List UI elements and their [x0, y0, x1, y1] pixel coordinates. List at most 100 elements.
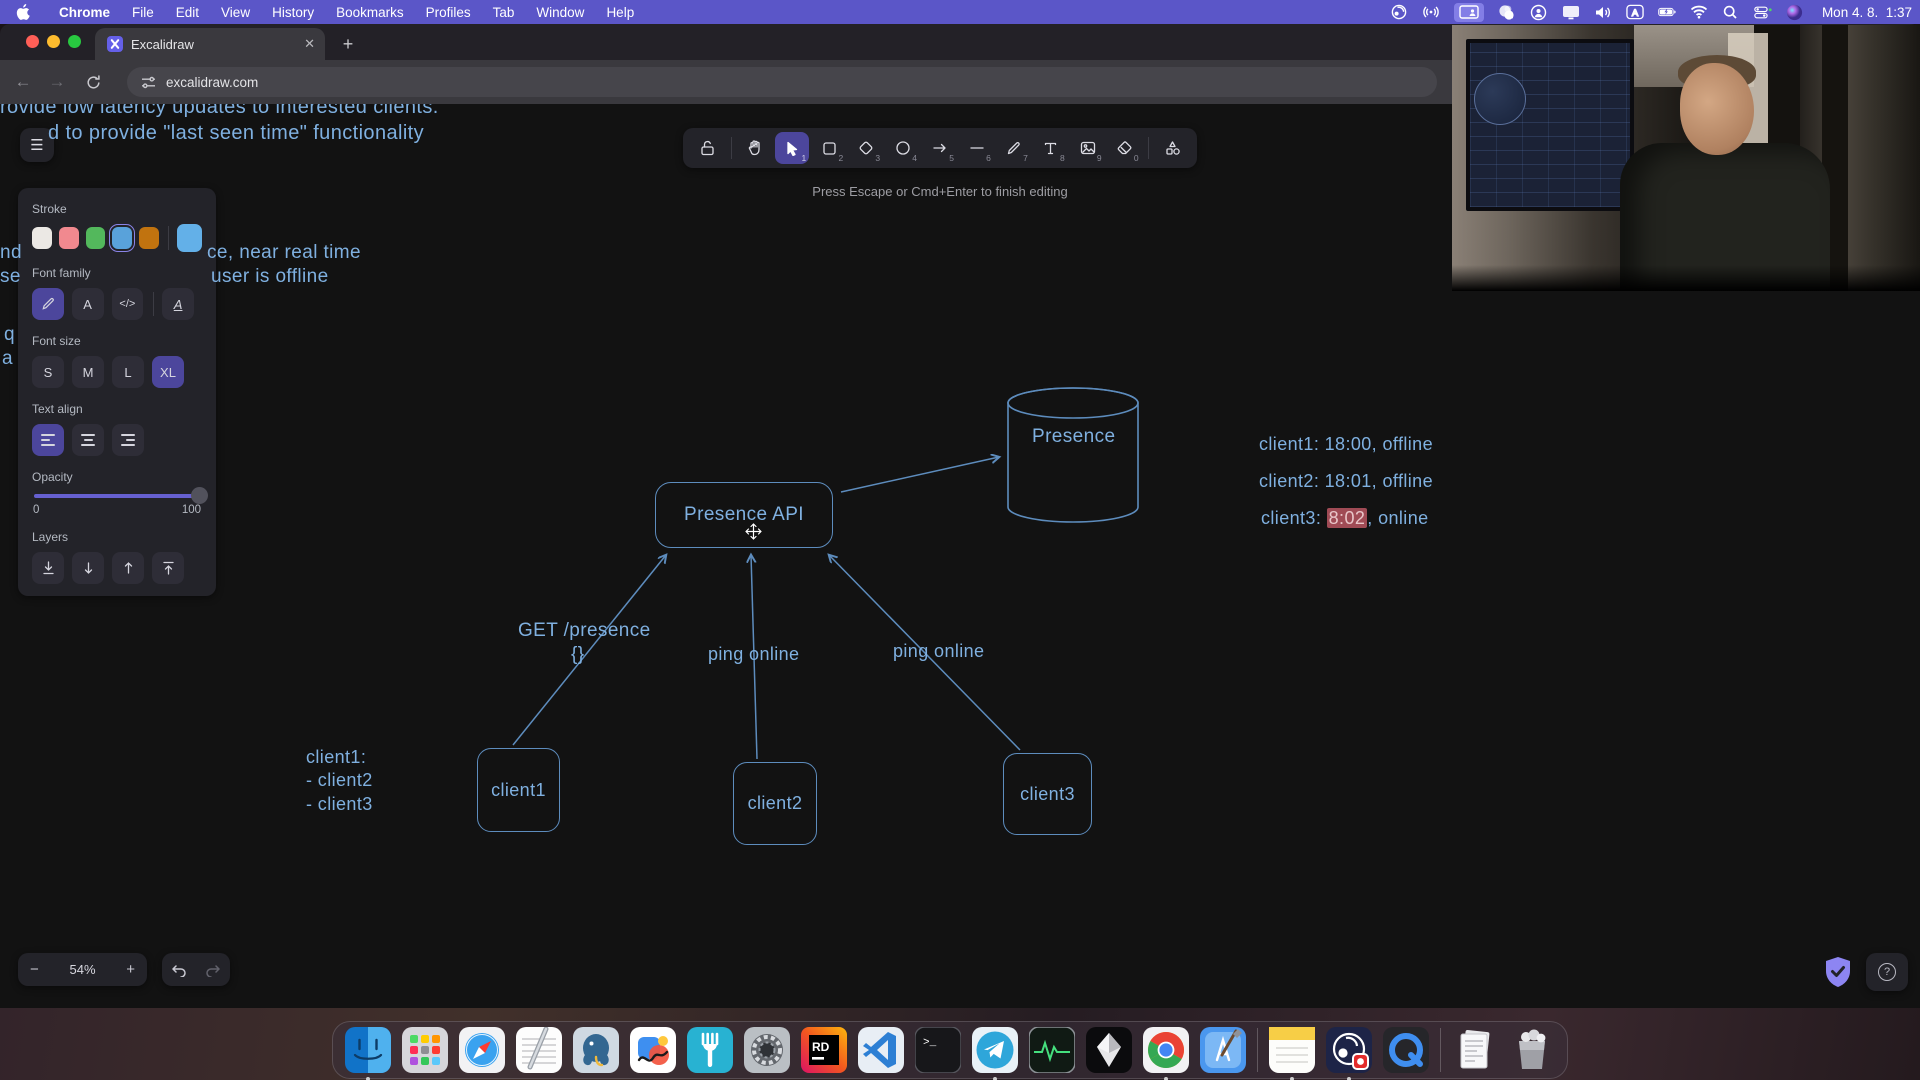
dock-postgres[interactable] [573, 1027, 619, 1073]
canvas-text-top1[interactable]: rovide low latency updates to interested… [0, 104, 439, 118]
text-tool[interactable]: 8 [1034, 132, 1068, 164]
arrow-tool[interactable]: 5 [923, 132, 957, 164]
canvas-fragment[interactable]: nd [0, 242, 22, 263]
bring-to-front-button[interactable] [152, 552, 184, 584]
canvas-fragment[interactable]: q [4, 324, 15, 345]
canvas-fragment[interactable]: a [2, 348, 13, 369]
obs-icon[interactable] [1390, 3, 1408, 21]
client-list-item1[interactable]: - client2 [306, 770, 373, 790]
client-list-title[interactable]: client1: [306, 747, 367, 767]
help-button[interactable]: ? [1866, 953, 1908, 991]
menu-clock[interactable]: Mon 4. 8. 1:37 [1821, 4, 1912, 20]
canvas-fragment[interactable]: se [0, 266, 21, 287]
stroke-swatch-red[interactable] [58, 227, 79, 249]
opacity-slider[interactable] [34, 487, 208, 504]
font-normal-button[interactable]: A [71, 288, 104, 320]
input-source-icon[interactable]: A [1626, 3, 1644, 21]
hand-tool[interactable] [738, 132, 772, 164]
address-bar[interactable]: excalidraw.com [127, 67, 1437, 97]
image-tool[interactable]: 9 [1071, 132, 1105, 164]
reload-button[interactable] [80, 69, 106, 95]
send-backward-button[interactable] [72, 552, 104, 584]
dock-activity-monitor[interactable] [1029, 1027, 1075, 1073]
font-code-button[interactable]: </> [111, 288, 144, 320]
undo-icon[interactable] [171, 963, 187, 977]
selection-tool[interactable]: 1 [775, 132, 810, 164]
dock-trash[interactable] [1509, 1027, 1555, 1073]
rectangle-tool[interactable]: 2 [812, 132, 846, 164]
lock-tool[interactable] [691, 132, 725, 164]
dock-safari[interactable] [459, 1027, 505, 1073]
diamond-tool[interactable]: 3 [849, 132, 883, 164]
more-tools-button[interactable] [1156, 132, 1190, 164]
control-center-icon[interactable] [1754, 3, 1772, 21]
display-icon[interactable] [1562, 3, 1580, 21]
client2-node[interactable]: client2 [733, 762, 817, 845]
menu-window[interactable]: Window [536, 4, 585, 20]
airplay-icon[interactable] [1422, 3, 1440, 21]
font-size-l[interactable]: L [112, 356, 144, 388]
menu-file[interactable]: File [132, 4, 154, 20]
menu-view[interactable]: View [221, 4, 251, 20]
menu-tab[interactable]: Tab [492, 4, 515, 20]
calendar-31-icon[interactable]: 31 [1498, 3, 1516, 21]
screen-share-icon[interactable] [1453, 2, 1484, 22]
presence-db-cylinder[interactable] [1006, 385, 1140, 525]
apple-menu-icon[interactable] [16, 4, 30, 20]
dock-xcode[interactable] [1200, 1027, 1246, 1073]
excalidraw-canvas[interactable]: rovide low latency updates to interested… [0, 104, 1920, 1008]
facetime-icon[interactable] [1530, 3, 1548, 21]
dock-telegram[interactable] [972, 1027, 1018, 1080]
wifi-icon[interactable] [1690, 3, 1708, 21]
align-left-button[interactable] [32, 424, 64, 456]
ping-online-label-1[interactable]: ping online [708, 644, 800, 664]
volume-icon[interactable] [1594, 3, 1612, 21]
new-tab-button[interactable]: + [342, 33, 354, 54]
dock-terminal[interactable]: >_ [915, 1027, 961, 1073]
zoom-in-button[interactable]: + [126, 961, 135, 978]
menu-chrome[interactable]: Chrome [59, 4, 111, 20]
font-other-button[interactable]: A [162, 288, 194, 320]
dock-launchpad[interactable] [402, 1027, 448, 1073]
webcam-overlay[interactable] [1452, 25, 1920, 291]
menu-help[interactable]: Help [606, 4, 635, 20]
back-button[interactable]: ← [14, 72, 32, 91]
bring-forward-button[interactable] [112, 552, 144, 584]
battery-icon[interactable] [1658, 3, 1676, 21]
menu-bookmarks[interactable]: Bookmarks [336, 4, 404, 20]
dock-freeform[interactable] [630, 1027, 676, 1073]
align-right-button[interactable] [112, 424, 144, 456]
stroke-swatch-orange[interactable] [139, 227, 159, 249]
client1-node[interactable]: client1 [477, 748, 560, 832]
dock-notes[interactable] [1269, 1027, 1315, 1080]
dock-obs[interactable] [1326, 1027, 1372, 1080]
get-presence-label[interactable]: GET /presence [518, 620, 651, 641]
font-size-xl[interactable]: XL [152, 356, 184, 388]
font-hand-drawn-button[interactable] [32, 288, 64, 320]
font-size-s[interactable]: S [32, 356, 64, 388]
font-size-m[interactable]: M [72, 356, 104, 388]
align-center-button[interactable] [72, 424, 104, 456]
window-minimize-button[interactable] [47, 35, 60, 48]
encryption-shield-icon[interactable] [1824, 956, 1852, 988]
dock-gem-app[interactable] [1086, 1027, 1132, 1073]
main-menu-button[interactable]: ☰ [20, 128, 54, 162]
draw-tool[interactable]: 7 [997, 132, 1031, 164]
dock-chrome[interactable] [1143, 1027, 1189, 1080]
tab-close-icon[interactable]: ✕ [304, 36, 315, 51]
site-settings-icon[interactable] [141, 76, 156, 89]
status-line-3[interactable]: client3: 8:02, online [1261, 508, 1429, 529]
dock-vscode[interactable] [858, 1027, 904, 1073]
current-stroke-color[interactable] [176, 224, 202, 252]
stroke-swatch-blue-selected[interactable] [109, 224, 136, 252]
dock-quicktime[interactable] [1383, 1027, 1429, 1073]
canvas-text-mid1[interactable]: ce, near real time [207, 242, 361, 263]
stroke-swatch-white[interactable] [32, 227, 52, 249]
status-line-2[interactable]: client2: 18:01, offline [1259, 471, 1433, 491]
dock-fork[interactable] [687, 1027, 733, 1073]
presence-db-label[interactable]: Presence [1032, 426, 1116, 447]
window-zoom-button[interactable] [68, 35, 81, 48]
presence-api-node[interactable]: Presence API [655, 482, 833, 548]
canvas-text-top2[interactable]: d to provide "last seen time" functional… [48, 122, 425, 144]
zoom-out-button[interactable]: − [30, 961, 39, 978]
